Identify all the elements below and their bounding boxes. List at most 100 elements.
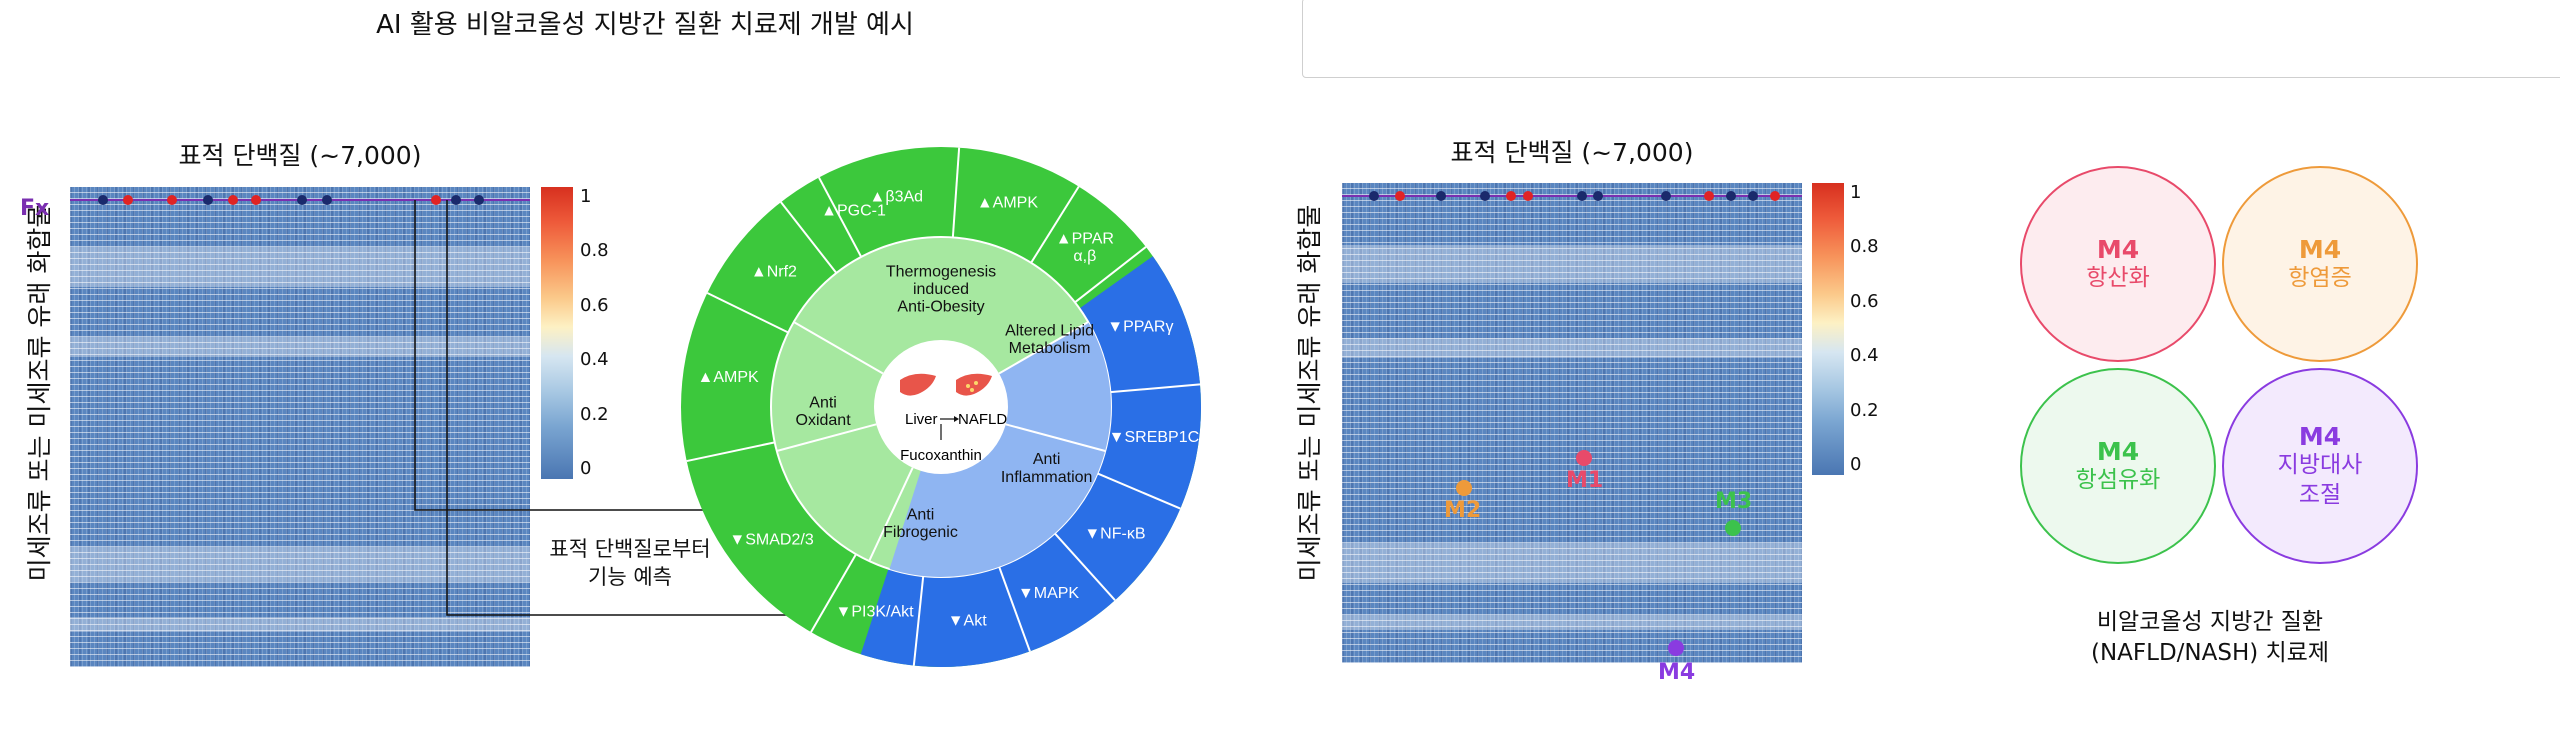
colorbar-tick: 0.4 bbox=[580, 349, 609, 371]
point-m4 bbox=[1668, 640, 1684, 656]
function-prediction-label: 표적 단백질로부터 기능 예측 bbox=[530, 535, 730, 592]
label-m1: M1 bbox=[1566, 468, 1604, 493]
colorbar-tick: 0.8 bbox=[1850, 236, 1879, 258]
label-m2: M2 bbox=[1444, 498, 1482, 523]
outer-segment-label: ▼Akt bbox=[948, 612, 988, 629]
left-heatmap bbox=[70, 187, 530, 667]
outer-segment-label: ▼PPARγ bbox=[1107, 318, 1173, 335]
fx-dot bbox=[1577, 191, 1587, 201]
fx-dot bbox=[1593, 191, 1603, 201]
left-colorbar bbox=[541, 187, 573, 479]
module-title: M4 bbox=[2096, 234, 2140, 264]
fx-dot bbox=[228, 195, 238, 205]
fx-dot bbox=[1506, 191, 1516, 201]
colorbar-tick: 1 bbox=[1850, 182, 1862, 203]
connector-arrow-2 bbox=[446, 200, 920, 616]
outer-segment-label: ▼NF-κB bbox=[1084, 525, 1145, 542]
point-m2 bbox=[1456, 480, 1472, 496]
module-title: M4 bbox=[2298, 421, 2342, 451]
outer-divider bbox=[780, 201, 838, 274]
fx-dot bbox=[1770, 191, 1780, 201]
colorbar-tick: 0.2 bbox=[580, 403, 609, 425]
inner-divider bbox=[868, 467, 914, 562]
inner-divider bbox=[998, 321, 1089, 375]
center-compound-label: Fucoxanthin bbox=[900, 447, 982, 464]
outer-divider bbox=[1110, 383, 1201, 394]
label-m4: M4 bbox=[1658, 660, 1696, 685]
outer-segment-label: ▲β3Ad bbox=[870, 189, 924, 206]
top-frame bbox=[1302, 0, 2560, 78]
outer-divider bbox=[686, 441, 775, 463]
module-subtitle: 지방대사 bbox=[2277, 451, 2363, 478]
fx-dot bbox=[1369, 191, 1379, 201]
outer-divider bbox=[951, 147, 961, 238]
fx-dot bbox=[1661, 191, 1671, 201]
nafld-liver-icon bbox=[956, 373, 992, 396]
colorbar-tick: 0.4 bbox=[1850, 345, 1879, 367]
module-title: M4 bbox=[2096, 436, 2140, 466]
fx-dot bbox=[1704, 191, 1714, 201]
outer-divider bbox=[1030, 185, 1080, 264]
inner-divider bbox=[1005, 423, 1106, 452]
outer-divider bbox=[912, 575, 925, 666]
caption-line-1: 비알코올성 지방간 질환 bbox=[2096, 609, 2324, 635]
center-liver-label: Liver bbox=[905, 411, 938, 428]
fx-dot bbox=[123, 195, 133, 205]
colorbar-tick: 0 bbox=[580, 458, 592, 479]
fx-dot bbox=[474, 195, 484, 205]
outer-segment-label: ▲AMPK bbox=[697, 369, 759, 386]
fx-dot bbox=[251, 195, 261, 205]
annotation-line-2: 기능 예측 bbox=[588, 565, 672, 590]
label-m3: M3 bbox=[1715, 489, 1753, 514]
left-fx-dots bbox=[98, 195, 484, 205]
left-heatmap-title: 표적 단백질 (~7,000) bbox=[178, 141, 422, 170]
colorbar-tick: 0.6 bbox=[1850, 290, 1879, 312]
fx-dot bbox=[1748, 191, 1758, 201]
inner-divider bbox=[793, 321, 884, 375]
outer-divider bbox=[706, 292, 789, 334]
right-fx-dots bbox=[1369, 191, 1780, 201]
module-subtitle: 항산화 bbox=[2086, 264, 2150, 291]
liver-icon bbox=[900, 373, 936, 396]
fx-dot bbox=[203, 195, 213, 205]
colorbar-tick: 0.2 bbox=[1850, 399, 1879, 421]
module-subtitle: 조절 bbox=[2298, 481, 2342, 508]
right-heatmap-title: 표적 단백질 (~7,000) bbox=[1450, 138, 1694, 167]
point-m1 bbox=[1576, 450, 1592, 466]
fx-dot bbox=[1480, 191, 1490, 201]
inner-divider bbox=[776, 423, 877, 452]
outer-divider bbox=[1074, 246, 1147, 304]
fx-dot bbox=[1395, 191, 1405, 201]
fx-dot bbox=[1523, 191, 1533, 201]
outer-divider bbox=[1054, 532, 1116, 601]
colorbar-tick: 0 bbox=[1850, 454, 1862, 475]
annotation-line-1: 표적 단백질로부터 bbox=[549, 537, 711, 561]
module-title: M4 bbox=[2298, 234, 2342, 264]
right-colorbar bbox=[1812, 183, 1844, 475]
module-subtitle: 항염증 bbox=[2288, 264, 2352, 291]
point-m3 bbox=[1725, 520, 1741, 536]
outer-divider bbox=[818, 176, 863, 258]
page-title: AI 활용 비알코올성 지방간 질환 치료제 개발 예시 bbox=[376, 10, 914, 40]
center-nafld-label: NAFLD bbox=[958, 411, 1007, 428]
colorbar-tick: 1 bbox=[580, 186, 592, 207]
fx-dot bbox=[98, 195, 108, 205]
fx-label: Fx bbox=[20, 196, 50, 221]
fx-dot bbox=[322, 195, 332, 205]
wheel-inner-blue-sector bbox=[889, 322, 1111, 577]
fx-dot bbox=[297, 195, 307, 205]
fx-dot bbox=[1726, 191, 1736, 201]
therapeutic-caption: 비알코올성 지방간 질환 (NAFLD/NASH) 치료제 bbox=[2020, 607, 2400, 669]
outer-divider bbox=[1097, 472, 1181, 510]
fx-dot bbox=[167, 195, 177, 205]
fx-dot bbox=[451, 195, 461, 205]
